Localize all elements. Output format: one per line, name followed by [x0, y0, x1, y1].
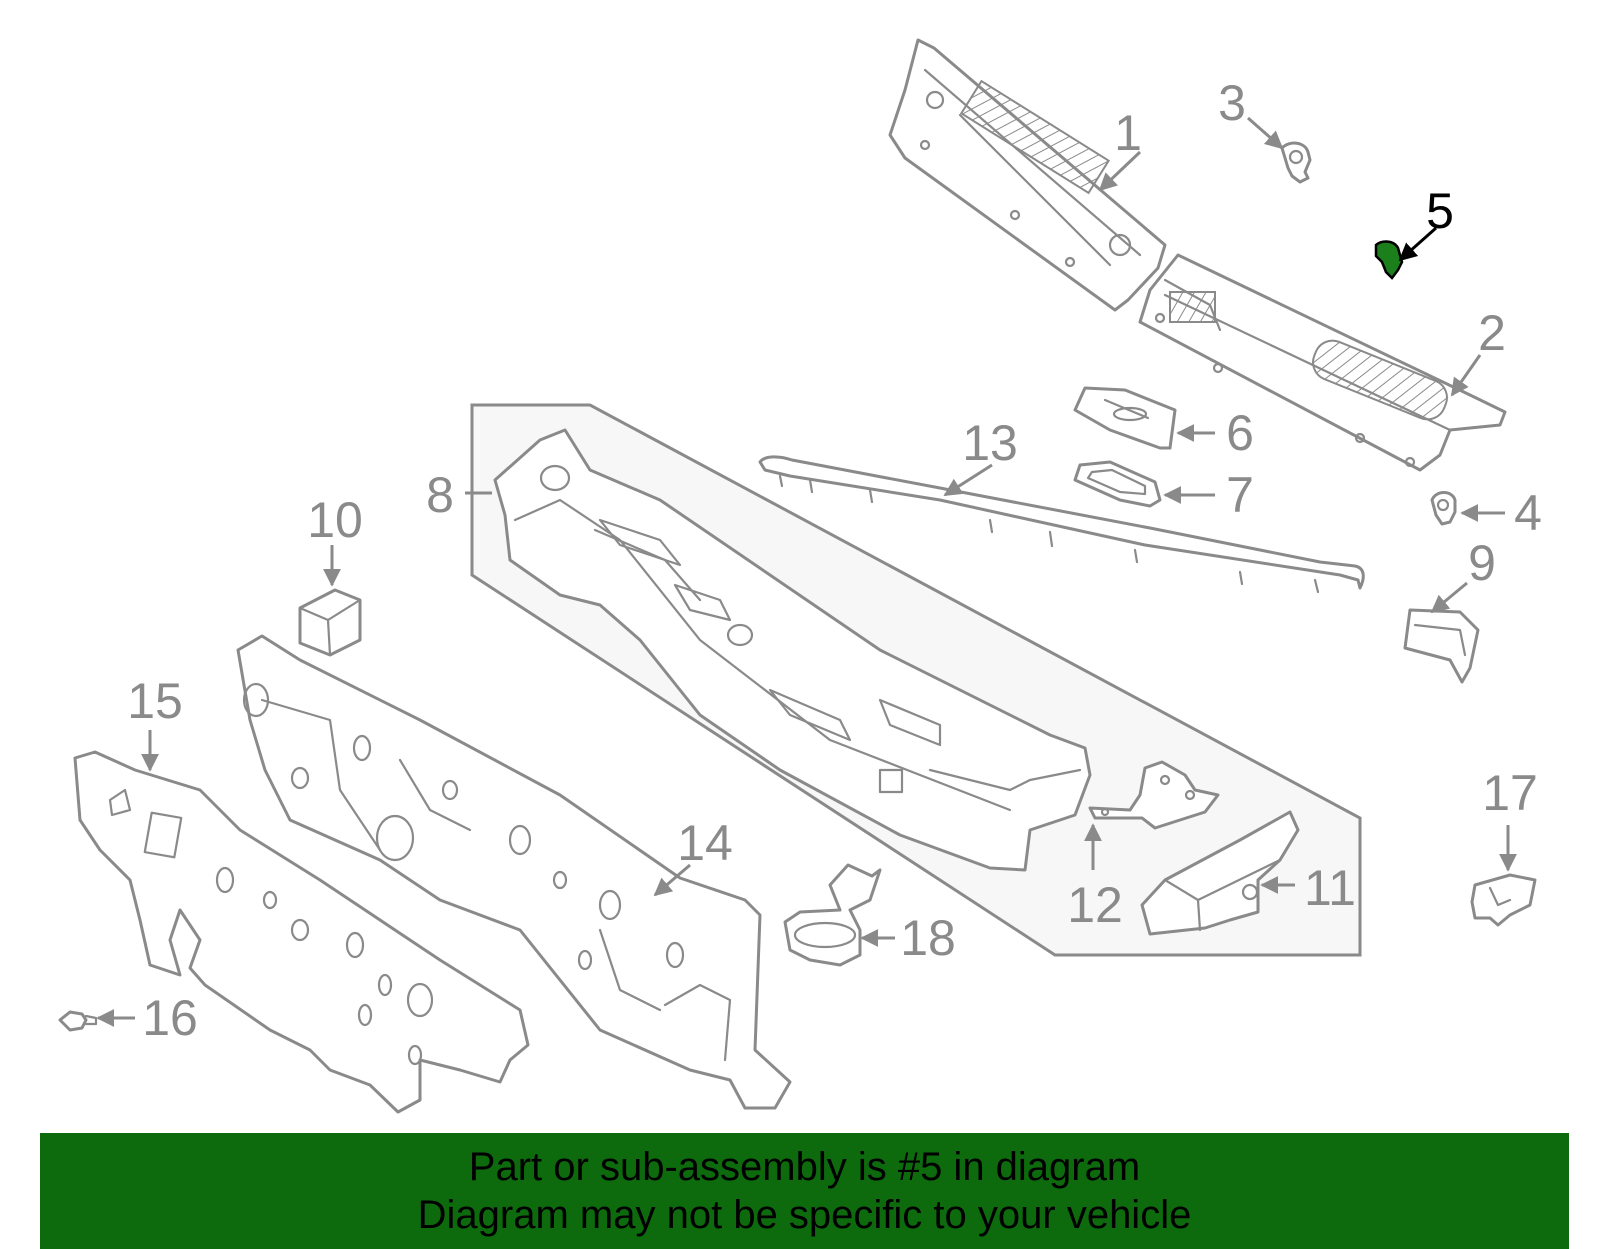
part-17-clip[interactable] [1470, 873, 1537, 927]
callout-12[interactable]: 12 [1067, 877, 1123, 933]
callout-1[interactable]: 1 [1114, 105, 1142, 161]
leader-1 [1098, 150, 1142, 192]
leader-5 [1398, 226, 1437, 262]
callout-18[interactable]: 18 [900, 910, 956, 966]
callout-11[interactable]: 11 [1304, 860, 1356, 916]
callout-17[interactable]: 17 [1482, 765, 1538, 821]
callout-10[interactable]: 10 [307, 492, 363, 548]
part-13-weatherstrip[interactable] [758, 455, 1365, 594]
info-banner: Part or sub-assembly is #5 in diagram Di… [40, 1133, 1569, 1249]
leader-14 [653, 863, 691, 897]
callout-16[interactable]: 16 [142, 990, 198, 1046]
callout-4[interactable]: 4 [1514, 485, 1542, 541]
leader-13 [943, 463, 993, 497]
part-1-cowl-panel-left[interactable] [888, 38, 1167, 312]
part-9-bracket[interactable] [1403, 608, 1480, 684]
part-12-plate[interactable] [1088, 760, 1220, 830]
banner-line-disclaimer: Diagram may not be specific to your vehi… [417, 1193, 1192, 1237]
callout-3[interactable]: 3 [1218, 75, 1246, 131]
callout-7[interactable]: 7 [1226, 467, 1254, 523]
callout-labels: 1 2 3 4 5 6 7 8 9 10 11 12 13 14 15 16 1… [127, 75, 1542, 1046]
part-7-seal[interactable] [1073, 460, 1162, 508]
banner-line-part: Part or sub-assembly is #5 in diagram [468, 1145, 1141, 1189]
leader-lines [96, 116, 1517, 1027]
part-16-screw[interactable] [58, 1010, 98, 1032]
leader-2 [1450, 354, 1482, 397]
callout-14[interactable]: 14 [677, 815, 733, 871]
callout-15[interactable]: 15 [127, 673, 183, 729]
part-2-cowl-panel-right[interactable] [1138, 253, 1507, 472]
part-6-bracket[interactable] [1073, 386, 1177, 450]
callout-6[interactable]: 6 [1226, 405, 1254, 461]
part-10-block[interactable] [298, 588, 362, 657]
callout-5[interactable]: 5 [1426, 183, 1454, 239]
leader-9 [1430, 581, 1468, 614]
callout-8[interactable]: 8 [426, 467, 454, 523]
part-5-clip-highlighted[interactable] [1374, 240, 1404, 280]
callout-2[interactable]: 2 [1478, 305, 1506, 361]
part-4-grommet[interactable] [1430, 491, 1457, 526]
callout-13[interactable]: 13 [962, 415, 1018, 471]
part-8-dash-panel[interactable] [493, 428, 1092, 872]
callout-9[interactable]: 9 [1468, 535, 1496, 591]
part-15-insulator[interactable] [73, 750, 530, 1114]
part-18-bracket[interactable] [783, 863, 882, 967]
part-3-clip[interactable] [1280, 141, 1312, 184]
part-14-insulator[interactable] [236, 634, 792, 1110]
leader-3 [1247, 116, 1284, 150]
part-11-reinforcement[interactable] [1140, 810, 1300, 936]
